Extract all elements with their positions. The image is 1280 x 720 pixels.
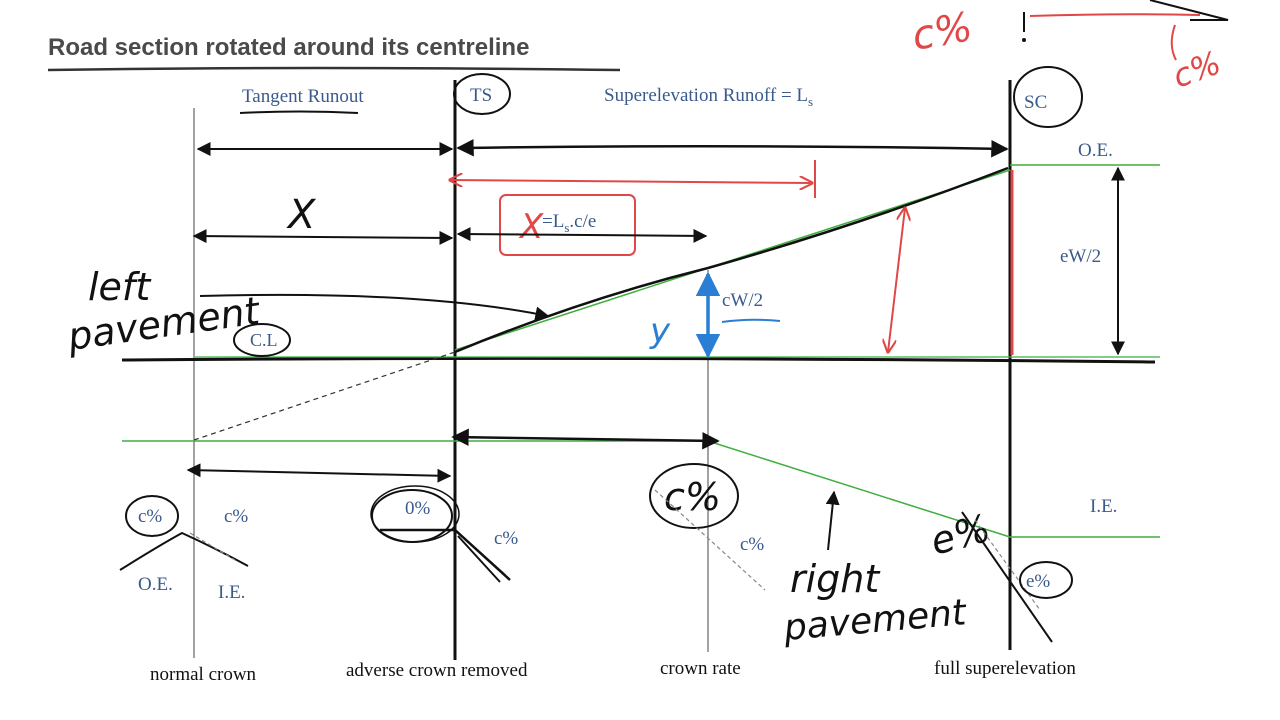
adverse-circle-2 — [370, 485, 460, 543]
left-pavement-line1: left — [88, 265, 152, 309]
x-arrow — [192, 229, 454, 245]
adverse-left-slope: 0% — [405, 498, 431, 519]
red-mark-dot — [1022, 38, 1026, 42]
outer-edge-hand — [454, 166, 1009, 354]
cl-circle — [233, 323, 291, 357]
normal-crown-right-slope: c% — [224, 506, 248, 527]
x-formula-box — [499, 194, 636, 256]
cw2-label: cW/2 — [722, 290, 763, 311]
normal-crown-oe: O.E. — [138, 574, 173, 595]
left-pavement-arrow — [199, 293, 550, 321]
x-label: X — [286, 192, 317, 238]
ts-circle — [453, 73, 511, 115]
tangent-runout-underline — [239, 110, 359, 114]
bottom-label-full-super: full superelevation — [934, 658, 1076, 679]
topleft-red-c-percent: c% — [909, 4, 976, 60]
red-top-line — [1029, 13, 1201, 17]
crown-rate-big-c: c% — [664, 475, 721, 519]
right-pavement-arrow — [825, 490, 840, 551]
cw2-underline — [721, 318, 781, 323]
topright-red-c-percent: c% — [1168, 43, 1226, 95]
ie-right-label: I.E. — [1090, 496, 1117, 517]
adverse-right-slope: c% — [494, 528, 518, 549]
full-super-big-e: e% — [926, 506, 995, 564]
title-underline — [47, 66, 621, 72]
full-super-slope-line — [961, 511, 1053, 643]
tangent-runout-label: Tangent Runout — [242, 86, 364, 107]
oe-right-label: O.E. — [1078, 140, 1113, 161]
centreline — [121, 356, 1156, 364]
crown-rate-circle — [649, 463, 739, 529]
adverse-shape-hatch — [454, 529, 506, 583]
inner-edge-drop — [707, 440, 1011, 538]
normal-crown-left-slope: c% — [138, 506, 162, 527]
sc-circle — [1013, 66, 1083, 128]
x-formula: =Ls.c/e — [542, 211, 596, 235]
normal-crown-ie: I.E. — [218, 582, 245, 603]
normal-crown-circle — [125, 495, 179, 537]
red-runoff-arrow — [450, 180, 812, 183]
cl-label: C.L — [250, 330, 278, 350]
ts-label: TS — [470, 85, 492, 106]
x-red-mark: X — [518, 207, 544, 247]
sc-label: SC — [1024, 92, 1047, 113]
full-super-circle — [1019, 561, 1073, 599]
y-label: y — [649, 311, 671, 351]
bottom-label-normal-crown: normal crown — [150, 664, 257, 685]
lower-left-arrow — [186, 463, 452, 483]
red-height-arrow — [888, 208, 905, 352]
crown-rate-dashed — [654, 489, 766, 591]
bottom-label-adverse-removed: adverse crown removed — [346, 660, 528, 681]
crown-rate-slope: c% — [740, 534, 764, 555]
red-top-vertical — [1170, 24, 1177, 61]
bottom-label-crown-rate: crown rate — [660, 658, 741, 679]
lower-mid-arrow — [451, 428, 720, 450]
full-super-slope: e% — [1026, 571, 1050, 592]
superelevation-runoff-label: Superelevation Runoff = Ls — [604, 85, 813, 109]
superelevation-runoff-arrow — [456, 139, 1009, 158]
normal-crown-shape — [119, 531, 249, 571]
x-formula-arrow — [456, 227, 708, 243]
right-pavement-line1: right — [790, 557, 881, 601]
black-top-wedge — [1149, 0, 1229, 21]
ew2-label: eW/2 — [1060, 246, 1101, 267]
page-title: Road section rotated around its centreli… — [48, 34, 529, 61]
outer-edge-dashed — [193, 351, 456, 441]
full-super-dashed — [974, 519, 1041, 611]
normal-crown-dashed — [189, 532, 236, 561]
